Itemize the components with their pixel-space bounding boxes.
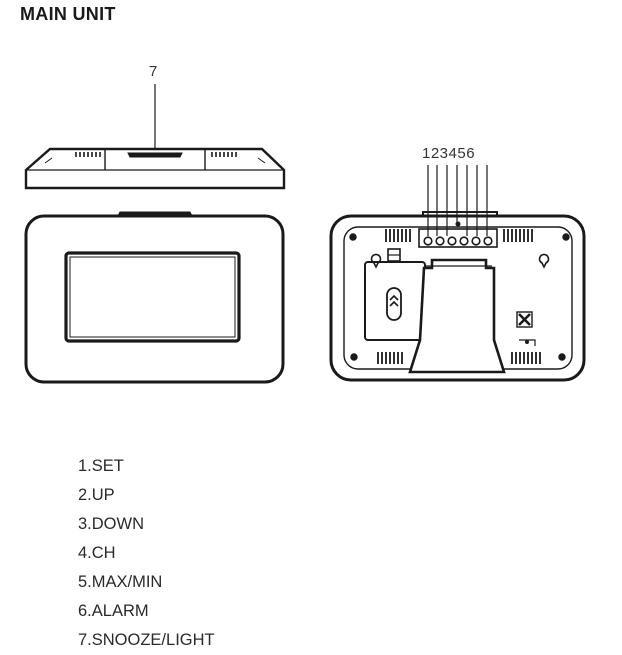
legend-item-ch: 4.CH: [78, 544, 116, 562]
button-6-alarm: [483, 236, 493, 246]
lcd-display: [64, 251, 241, 343]
button-2-up: [435, 236, 445, 246]
legend-item-set: 1.SET: [78, 457, 124, 475]
legend-item-up: 2.UP: [78, 486, 115, 504]
top-view: 7: [24, 63, 286, 190]
snooze-light-button: [127, 152, 183, 158]
top-vents-right: [211, 152, 237, 157]
top-vents-left: [75, 152, 101, 157]
back-buttons: [423, 236, 493, 246]
hanging-hole-right: [538, 253, 550, 269]
stand: [408, 258, 506, 374]
callout-7-label: 7: [149, 63, 157, 80]
corner-screws: [349, 233, 570, 361]
back-housing: [329, 214, 586, 382]
button-5-maxmin: [471, 236, 481, 246]
front-housing: [24, 214, 285, 384]
back-view: 123456: [329, 145, 586, 382]
legend-item-max-min: 5.MAX/MIN: [78, 573, 163, 591]
front-view: [24, 211, 285, 384]
battery-compartment: [364, 261, 426, 341]
button-legend: 1.SET 2.UP 3.DOWN 4.CH 5.MAX/MIN 6.ALARM…: [78, 452, 215, 655]
main-unit-diagram: 7 123456: [24, 63, 586, 384]
legend-item-alarm: 6.ALARM: [78, 602, 149, 620]
back-vents-bottom: [377, 352, 541, 364]
legend-item-snooze-light: 7.SNOOZE/LIGHT: [78, 631, 215, 649]
button-3-down: [447, 236, 457, 246]
legend-item-down: 3.DOWN: [78, 515, 144, 533]
page-title: MAIN UNIT: [20, 4, 116, 24]
button-4-ch: [459, 236, 469, 246]
button-1-set: [423, 236, 433, 246]
button-panel: [418, 228, 498, 248]
sensor-socket: [516, 311, 533, 328]
back-vents-top: [385, 229, 533, 242]
hanging-hole-left: [370, 253, 382, 269]
callout-123456-label: 123456: [422, 145, 475, 162]
